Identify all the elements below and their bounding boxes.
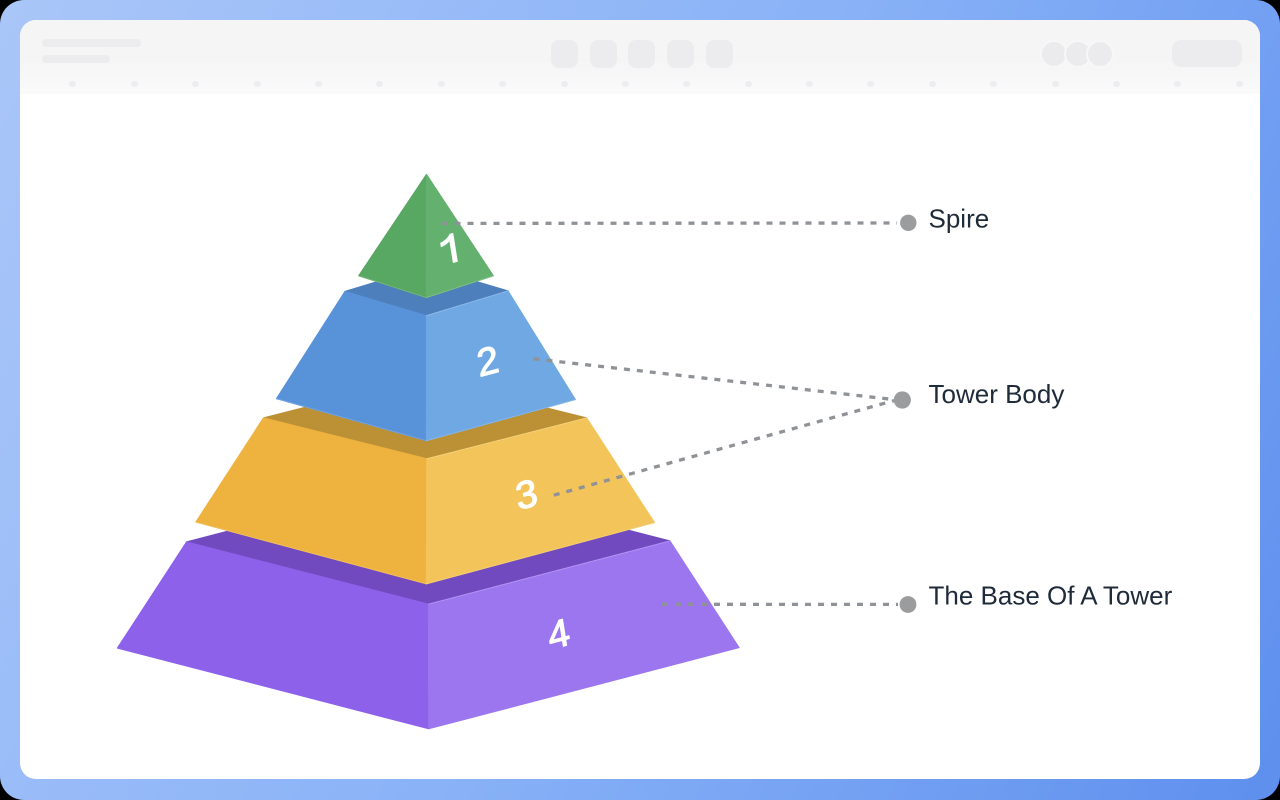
svg-text:Spire: Spire xyxy=(929,204,990,234)
svg-text:2: 2 xyxy=(474,338,502,386)
svg-text:The Base Of A Tower: The Base Of A Tower xyxy=(929,581,1173,611)
svg-text:Tower Body: Tower Body xyxy=(929,379,1065,409)
